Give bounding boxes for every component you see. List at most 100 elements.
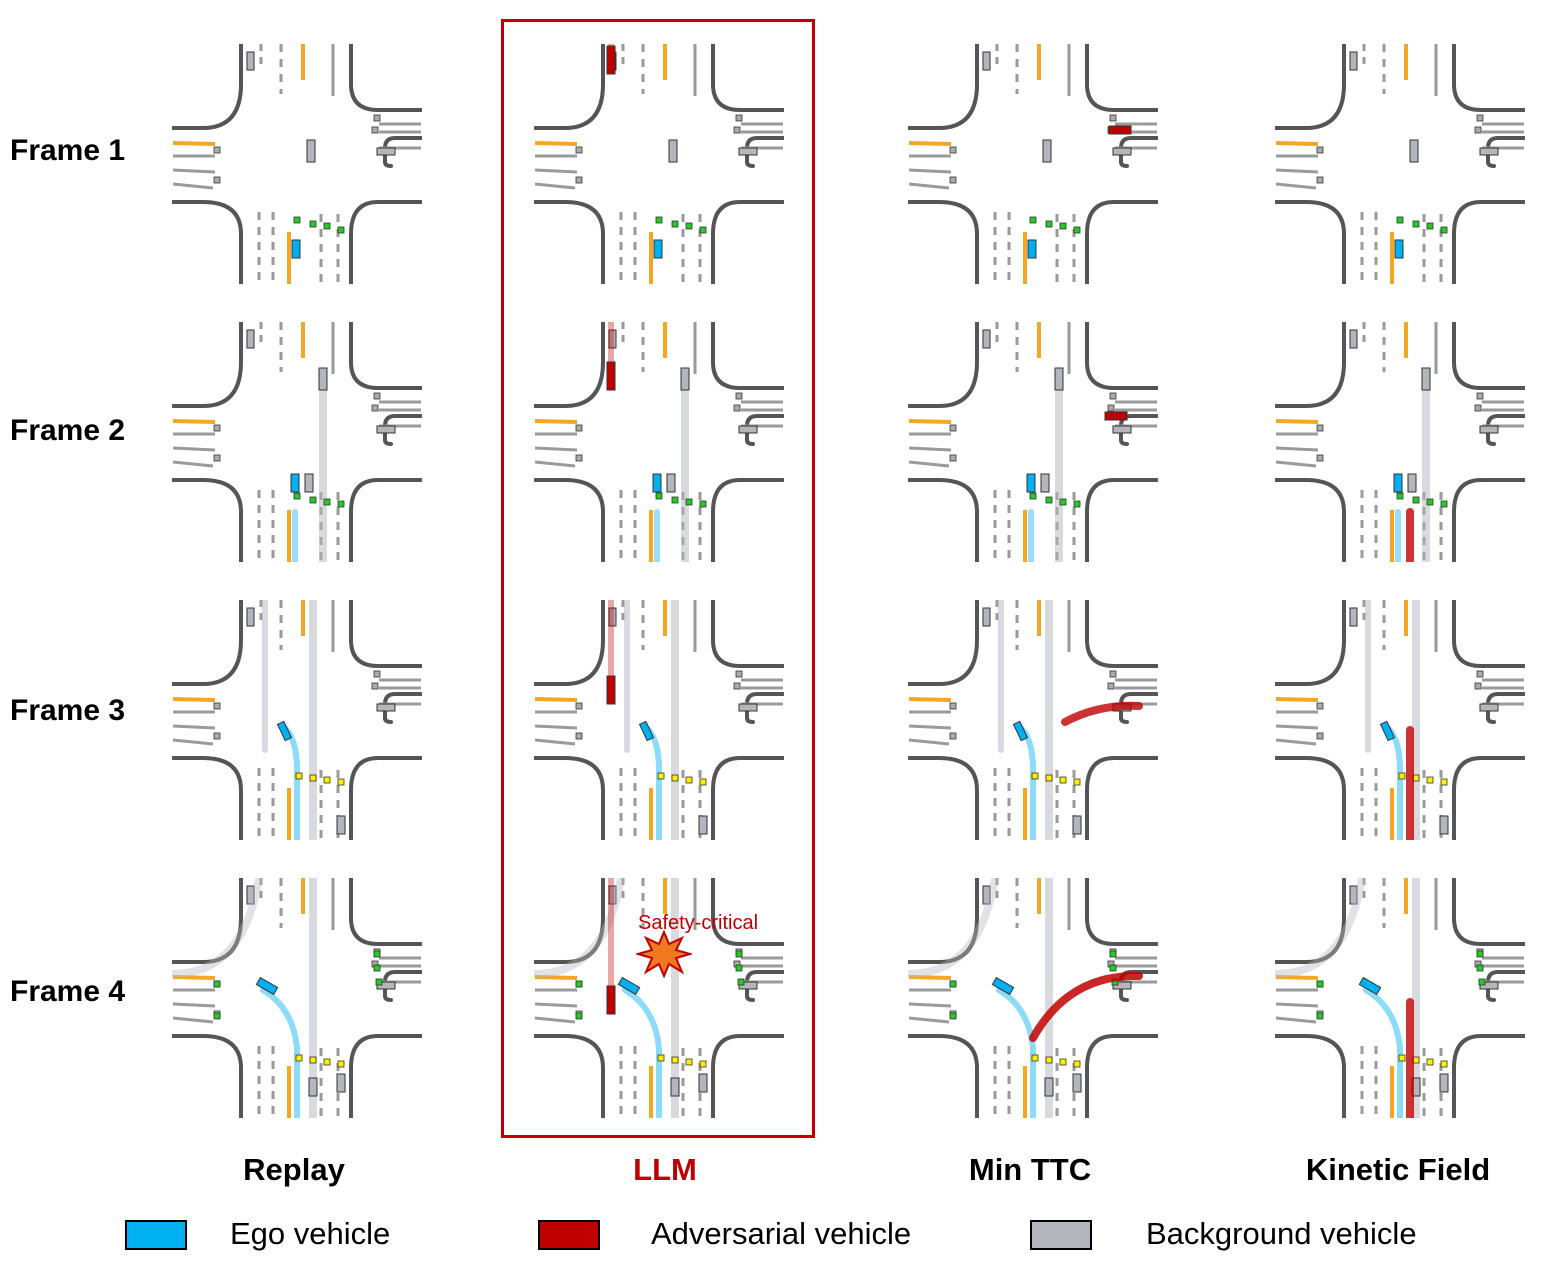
- panel-kinetic-field-frame-4: [1275, 878, 1525, 1118]
- pedestrian-group: [1031, 772, 1081, 786]
- panel-replay-frame-2: [172, 322, 422, 562]
- ego-vehicle: [1012, 720, 1029, 742]
- legend-swatch-ego: [125, 1220, 187, 1250]
- background-vehicle: [1112, 147, 1132, 156]
- background-vehicle: [246, 885, 255, 905]
- adversarial-vehicle: [606, 361, 616, 391]
- pedestrian-group: [295, 1054, 345, 1068]
- panel-kinetic-field-frame-1: [1275, 44, 1525, 284]
- road-layout: [172, 600, 422, 840]
- background-vehicle: [304, 473, 314, 493]
- pedestrian-group: [1031, 1054, 1081, 1068]
- background-vehicle: [670, 1077, 680, 1097]
- ego-trail: [996, 987, 1036, 1118]
- panel-replay-frame-3: [172, 600, 422, 840]
- panel-kinetic-field-frame-2: [1275, 322, 1525, 562]
- pedestrian-group: [213, 950, 383, 1020]
- background-vehicle: [608, 885, 617, 905]
- pedestrian-group: [575, 670, 743, 740]
- background-vehicle: [698, 1073, 708, 1093]
- background-vehicle: [982, 885, 991, 905]
- pedestrian-group: [575, 392, 743, 462]
- ego-vehicle: [1026, 473, 1036, 493]
- pedestrian-group: [213, 670, 381, 740]
- background-vehicle: [376, 981, 396, 990]
- panel-replay-frame-1: [172, 44, 422, 284]
- background-vehicle: [1349, 51, 1358, 71]
- background-vehicle: [336, 1073, 346, 1093]
- background-trail: [172, 878, 263, 978]
- background-vehicle: [1072, 1073, 1082, 1093]
- pedestrian-group: [657, 772, 707, 786]
- pedestrian-group: [655, 216, 707, 234]
- background-vehicle: [318, 367, 328, 391]
- ego-vehicle: [291, 239, 301, 259]
- panel-min-ttc-frame-2: [908, 322, 1158, 562]
- background-vehicle: [982, 329, 991, 349]
- adversarial-trail: [1061, 701, 1143, 726]
- row-label-frame-3: Frame 3: [10, 694, 126, 727]
- background-vehicle: [308, 1077, 318, 1097]
- ego-vehicle: [653, 239, 663, 259]
- pedestrian-group: [1316, 950, 1486, 1020]
- pedestrian-group: [1029, 216, 1081, 234]
- pedestrian-group: [1396, 216, 1448, 234]
- adversarial-vehicle: [606, 675, 616, 705]
- background-vehicle: [982, 607, 991, 627]
- pedestrian-group: [1029, 492, 1081, 508]
- legend-swatch-background: [1030, 1220, 1092, 1250]
- pedestrian-group: [1316, 670, 1484, 740]
- road-layout: [1275, 600, 1525, 840]
- road-layout: [908, 44, 1158, 284]
- llm-highlight-box: [501, 19, 815, 1138]
- background-vehicle: [306, 139, 316, 163]
- ego-vehicle: [255, 976, 279, 996]
- row-label-frame-4: Frame 4: [10, 975, 126, 1008]
- background-vehicle: [246, 329, 255, 349]
- panel-replay-frame-4: [172, 878, 422, 1118]
- pedestrian-group: [1316, 114, 1484, 184]
- background-vehicle: [1439, 815, 1449, 835]
- background-vehicle: [1439, 1073, 1449, 1093]
- background-vehicle: [1040, 473, 1050, 493]
- pedestrian-group: [1316, 948, 1484, 1018]
- legend-label-ego: Ego vehicle: [230, 1216, 391, 1251]
- pedestrian-group: [295, 772, 345, 786]
- background-vehicle: [1349, 607, 1358, 627]
- background-vehicle: [982, 51, 991, 71]
- column-label-llm: LLM: [633, 1152, 697, 1187]
- background-trail: [1275, 878, 1366, 978]
- legend-label-adversarial: Adversarial vehicle: [651, 1216, 912, 1251]
- background-vehicle: [1421, 367, 1431, 391]
- ego-trail: [1363, 987, 1403, 1118]
- ego-vehicle: [1379, 720, 1396, 742]
- background-vehicle: [1042, 139, 1052, 163]
- background-vehicle: [246, 607, 255, 627]
- background-vehicle: [336, 815, 346, 835]
- adversarial-vehicle: [606, 45, 616, 75]
- adversarial-vehicle: [606, 985, 616, 1015]
- panel-kinetic-field-frame-3: [1275, 600, 1525, 840]
- background-vehicle: [698, 815, 708, 835]
- pedestrian-group: [949, 950, 1119, 1020]
- adversarial-vehicle: [1108, 125, 1132, 135]
- background-vehicle: [1112, 425, 1132, 434]
- collision-burst-icon: [636, 930, 692, 978]
- ego-vehicle: [1027, 239, 1037, 259]
- panel-min-ttc-frame-4: [908, 878, 1158, 1118]
- pedestrian-group: [293, 216, 345, 234]
- background-vehicle: [738, 703, 758, 712]
- column-label-kinetic-field: Kinetic Field: [1305, 1152, 1491, 1187]
- panel-llm-frame-1: [534, 44, 784, 284]
- background-vehicle: [1349, 885, 1358, 905]
- ego-vehicle: [290, 473, 300, 493]
- background-vehicle: [738, 147, 758, 156]
- ego-vehicle: [652, 473, 662, 493]
- panel-min-ttc-frame-3: [908, 600, 1158, 840]
- pedestrian-group: [949, 670, 1117, 740]
- road-layout: [534, 878, 784, 1118]
- background-vehicle: [1349, 329, 1358, 349]
- pedestrian-group: [213, 392, 381, 462]
- row-label-frame-1: Frame 1: [10, 134, 126, 167]
- background-vehicle: [738, 981, 758, 990]
